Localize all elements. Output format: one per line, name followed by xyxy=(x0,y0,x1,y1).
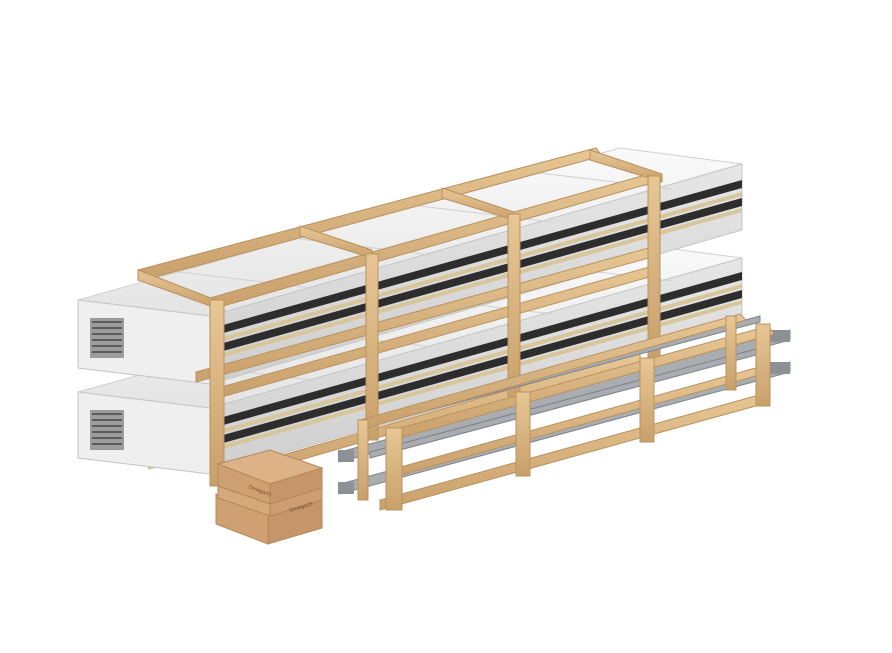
wooden-crate-frame xyxy=(137,147,663,487)
cardboard-boxes: Omega(t) Omega(t) xyxy=(215,449,324,545)
crate-post xyxy=(209,299,225,487)
box-front xyxy=(269,487,323,517)
vent-grille-icon xyxy=(90,318,124,358)
crate-post xyxy=(647,175,661,359)
small-crate-post xyxy=(755,323,771,407)
small-crate-post xyxy=(725,315,737,391)
small-crate-post xyxy=(515,391,531,477)
busway-lower-slots xyxy=(148,272,742,470)
bar-connector-icon xyxy=(338,330,790,494)
busway-upper-slots xyxy=(148,180,742,378)
small-crate-post xyxy=(639,357,655,443)
crate-post xyxy=(507,213,521,401)
small-crate-post xyxy=(357,419,369,501)
busway-upper xyxy=(77,147,743,385)
fittings-crate xyxy=(338,313,791,511)
vent-grille-icon xyxy=(90,410,124,450)
crate-cross-beam xyxy=(589,149,663,183)
small-crate-post xyxy=(385,427,403,511)
crate-post xyxy=(365,253,379,441)
